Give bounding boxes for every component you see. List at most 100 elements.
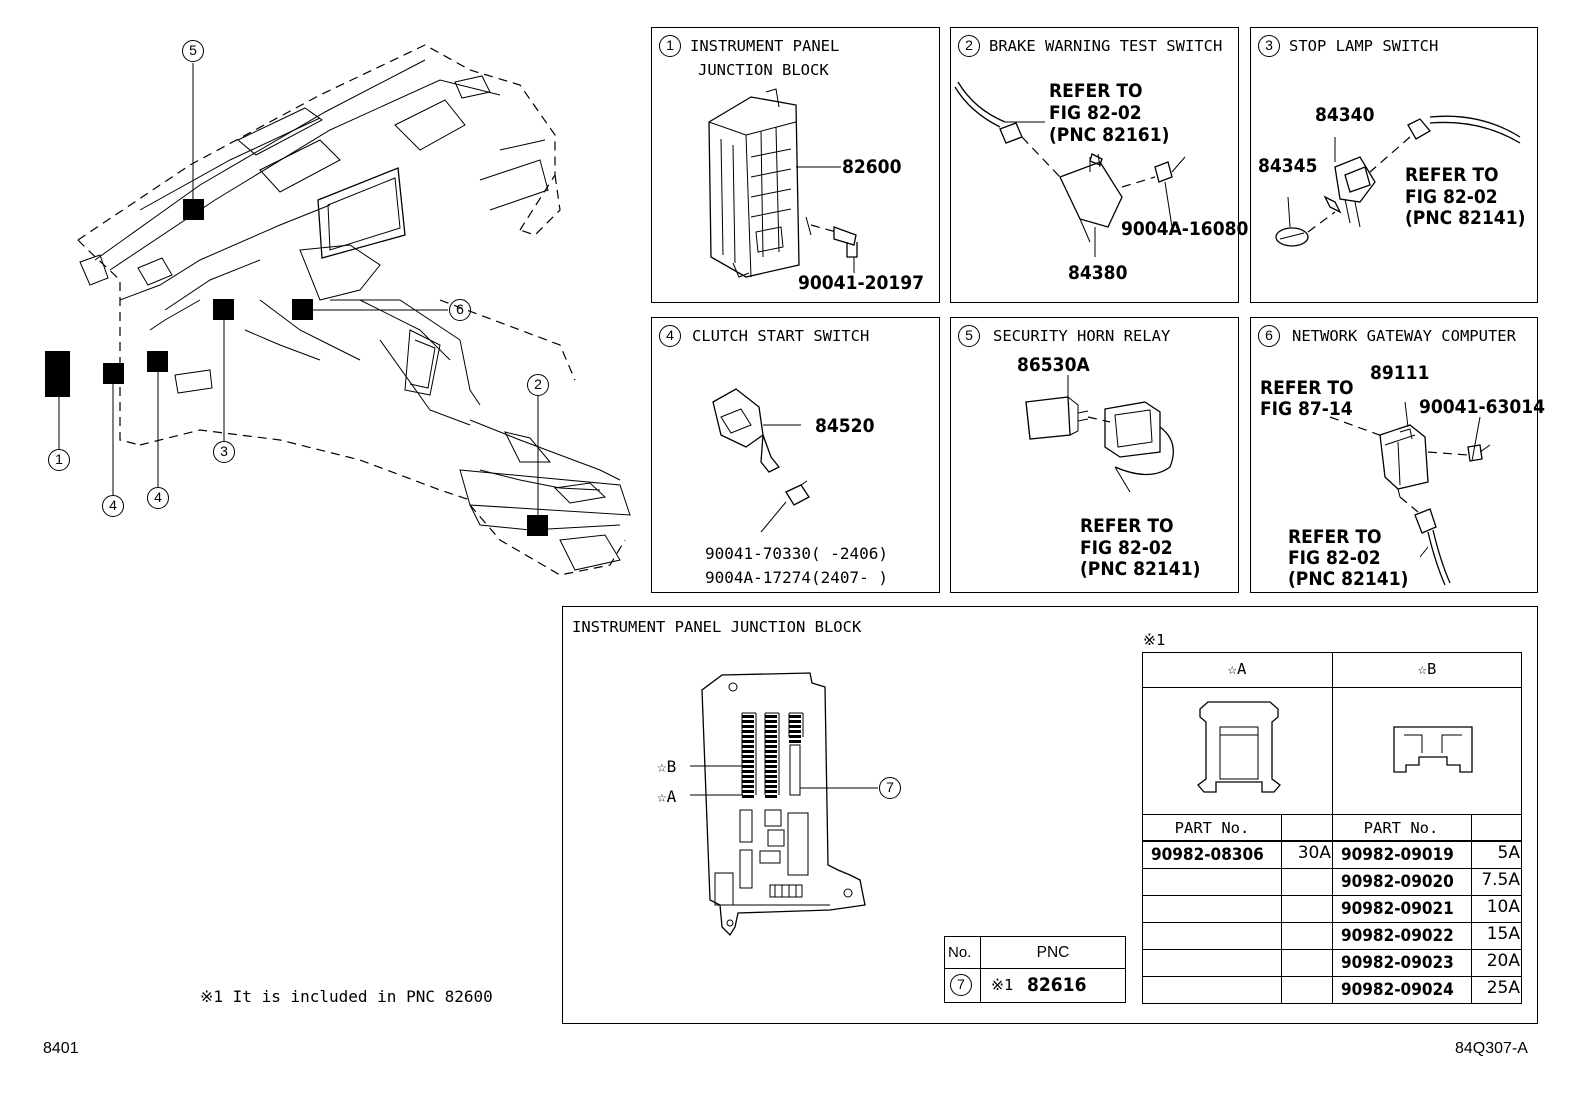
pnc-row-no: 7	[950, 974, 972, 996]
fuse-slot	[742, 740, 754, 743]
footer-left-code: 8401	[43, 1040, 79, 1057]
fuse-slot	[765, 770, 777, 773]
part-82600: 82600	[842, 156, 902, 178]
fuse-cell	[1142, 895, 1282, 923]
fuse-amperage: 5A	[1497, 843, 1520, 863]
stop-lamp-drawing	[1275, 115, 1521, 247]
horn-refer-line3: (PNC 82141)	[1080, 558, 1201, 580]
fuse-slot	[765, 750, 777, 753]
panel-5-number: 5	[958, 325, 980, 347]
panel-1-number: 1	[659, 35, 681, 57]
panel-6-title: NETWORK GATEWAY COMPUTER	[1292, 327, 1516, 345]
panel-stop-lamp-switch	[1250, 27, 1538, 303]
gateway-refer-top-line2: FIG 87-14	[1260, 398, 1353, 420]
fuse-slot	[765, 745, 777, 748]
fuse-cell	[1281, 976, 1333, 1004]
part-90041-20197: 90041-20197	[798, 272, 925, 294]
fuse-part-number: 90982-09020	[1341, 872, 1454, 892]
fuse-slot	[742, 745, 754, 748]
pnc-table	[944, 936, 1126, 1003]
fuse-slot	[742, 725, 754, 728]
brake-refer-line3: (PNC 82161)	[1049, 124, 1170, 146]
fuse-slot	[742, 795, 754, 798]
fuse-slot	[765, 780, 777, 783]
panel-brake-warning-test-switch	[950, 27, 1239, 303]
panel-1-title-line1: INSTRUMENT PANEL	[690, 37, 840, 55]
fuse-slot	[765, 740, 777, 743]
fuse-slot	[765, 720, 777, 723]
fuse-amperage: 10A	[1486, 897, 1520, 917]
gateway-refer-bottom-line1: REFER TO	[1288, 526, 1382, 548]
fuse-amperage: 7.5A	[1481, 870, 1520, 890]
fuse-slot	[765, 755, 777, 758]
panel-instrument-panel-junction-block	[651, 27, 940, 303]
part-no-header-b: PART No.	[1363, 819, 1439, 837]
fuse-part-number: 90982-08306	[1151, 845, 1264, 865]
fuse-cell	[1142, 922, 1282, 950]
fuse-slot	[789, 720, 801, 723]
brake-refer-line2: FIG 82-02	[1049, 102, 1142, 124]
fuse-table-mark: ※1	[1143, 631, 1166, 649]
part-84345: 84345	[1258, 155, 1318, 177]
fuse-col-a-header: ☆A	[1227, 660, 1247, 678]
fuse-slot	[742, 760, 754, 763]
panel-6-number: 6	[1258, 325, 1280, 347]
fuse-cell	[1142, 868, 1282, 896]
brake-switch-drawing	[954, 81, 1186, 257]
fuse-cell	[1142, 976, 1282, 1004]
fuse-slot	[765, 760, 777, 763]
part-84380: 84380	[1068, 262, 1128, 284]
fuse-slot	[742, 715, 754, 718]
panel-1-title-line2: JUNCTION BLOCK	[698, 61, 829, 79]
fuse-amperage: 30A	[1297, 843, 1331, 863]
callout-2: 2	[527, 374, 549, 396]
panel-2-number: 2	[958, 35, 980, 57]
part-84340: 84340	[1315, 104, 1375, 126]
panel-security-horn-relay	[950, 317, 1239, 593]
fuse-slot	[742, 765, 754, 768]
fuse-slot	[742, 780, 754, 783]
part-9004A-16080: 9004A-16080	[1121, 218, 1249, 240]
part-no-header-a: PART No.	[1174, 819, 1250, 837]
fuse-cell	[1281, 895, 1333, 923]
fuse-slot	[789, 730, 801, 733]
fuse-slot	[742, 770, 754, 773]
callout-3: 3	[213, 441, 235, 463]
fuse-slot	[742, 730, 754, 733]
junction-block-front-drawing	[690, 672, 878, 937]
fuse-slot	[789, 715, 801, 718]
fuse-slot	[765, 775, 777, 778]
callout-5: 5	[182, 40, 204, 62]
fuse-slot	[789, 725, 801, 728]
fuse-slot	[742, 720, 754, 723]
clutch-switch-drawing	[712, 388, 810, 533]
fuse-slot	[742, 750, 754, 753]
clutch-range-1: 90041-70330( -2406)	[705, 544, 889, 563]
fuse-table	[1142, 652, 1522, 1004]
callout-4a: 4	[102, 495, 124, 517]
panel-5-title: SECURITY HORN RELAY	[993, 327, 1171, 345]
fuse-col-b-header: ☆B	[1417, 660, 1437, 678]
fuse-slot	[765, 725, 777, 728]
callout-1: 1	[48, 449, 70, 471]
label-star-b: ☆B	[657, 757, 677, 776]
panel-network-gateway-computer	[1250, 317, 1538, 593]
horn-relay-drawing	[1025, 375, 1174, 493]
dashboard-overview-drawing	[45, 44, 631, 576]
pnc-row-value: 82616	[1027, 974, 1087, 996]
horn-refer-line1: REFER TO	[1080, 515, 1174, 537]
fuse-amperage: 25A	[1486, 978, 1520, 998]
part-86530A: 86530A	[1017, 354, 1090, 376]
fuse-cell	[1281, 949, 1333, 977]
fuse-slot	[742, 775, 754, 778]
part-89111: 89111	[1370, 362, 1430, 384]
panel-2-title: BRAKE WARNING TEST SWITCH	[989, 37, 1223, 55]
fuse-cell	[1281, 922, 1333, 950]
fuse-part-number: 90982-09024	[1341, 980, 1454, 1000]
brake-refer-line1: REFER TO	[1049, 80, 1143, 102]
fuse-part-number: 90982-09022	[1341, 926, 1454, 946]
junction-block-drawing	[708, 88, 858, 278]
gateway-drawing	[1329, 401, 1491, 586]
callout-7: 7	[879, 777, 901, 799]
callout-6: 6	[449, 299, 471, 321]
